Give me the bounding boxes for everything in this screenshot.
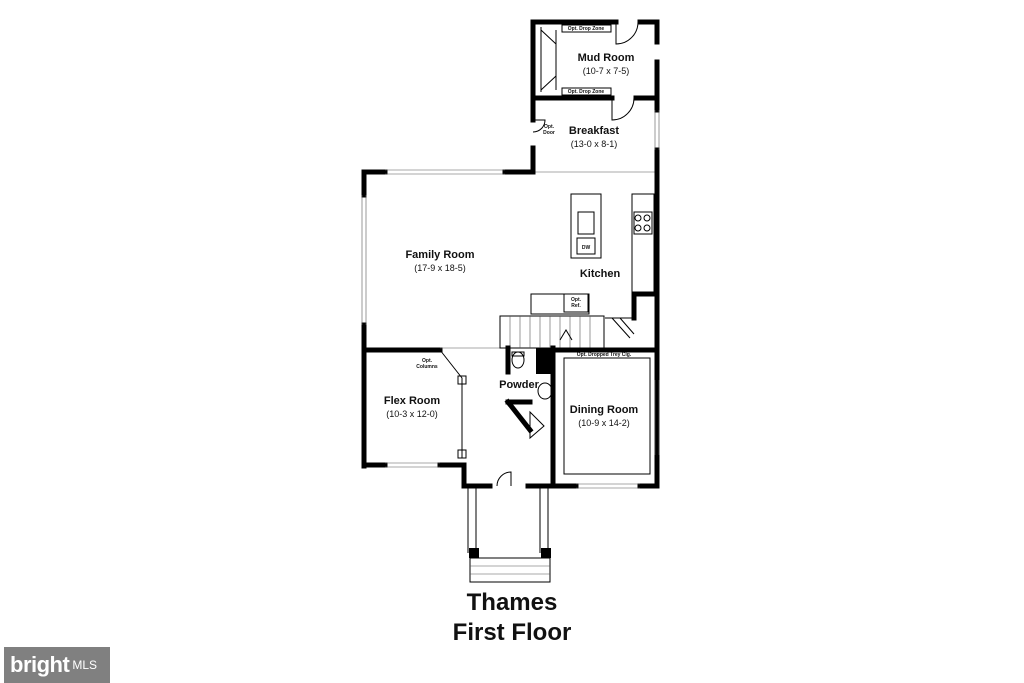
powder-name: Powder (499, 379, 539, 391)
breakfast-room (530, 95, 660, 175)
dining-room-name: Dining Room (570, 404, 639, 416)
tray-ceiling-label: Opt. Dropped Trey Clg. (577, 352, 632, 358)
drop-zone-bottom-label: Opt. Drop Zone (568, 89, 605, 95)
powder-room (504, 345, 556, 489)
opt-columns-label-2: Columns (416, 364, 438, 370)
family-room-name: Family Room (405, 249, 474, 261)
breakfast-dims: (13-0 x 8-1) (571, 139, 618, 149)
flex-room-name: Flex Room (384, 395, 440, 407)
breakfast-name: Breakfast (569, 125, 619, 137)
front-porch (467, 486, 551, 583)
bright-mls-watermark: bright MLS (4, 647, 110, 683)
plan-title: Thames (466, 589, 558, 616)
mud-room-dims: (10-7 x 7-5) (583, 66, 630, 76)
mud-room-name: Mud Room (578, 52, 635, 64)
opt-door-label-1: Opt. (544, 124, 555, 130)
mud-room (530, 19, 660, 121)
family-room-dims: (17-9 x 18-5) (414, 263, 466, 273)
dishwasher-label: DW (582, 245, 591, 251)
dining-room-dims: (10-9 x 14-2) (578, 418, 630, 428)
opt-ref-label-2: Ref. (571, 303, 581, 309)
drop-zone-top-label: Opt. Drop Zone (568, 26, 605, 32)
opt-ref-label-1: Opt. (571, 297, 582, 303)
main-walls (361, 169, 660, 489)
flex-room-walls (361, 347, 500, 459)
floor-plan: Opt. Drop Zone Opt. Drop Zone Mud Room (… (361, 19, 660, 583)
plan-subtitle: First Floor (452, 619, 572, 646)
flex-room-dims: (10-3 x 12-0) (386, 409, 438, 419)
stairs (499, 315, 605, 349)
watermark-word: bright (10, 652, 70, 677)
kitchen-name: Kitchen (580, 268, 621, 280)
kitchen-fixtures (530, 193, 660, 339)
dining-room-walls (550, 347, 660, 475)
opt-door-label-2: Door (543, 130, 555, 136)
opt-columns-label-1: Opt. (422, 358, 433, 364)
watermark-suffix: MLS (72, 658, 98, 672)
